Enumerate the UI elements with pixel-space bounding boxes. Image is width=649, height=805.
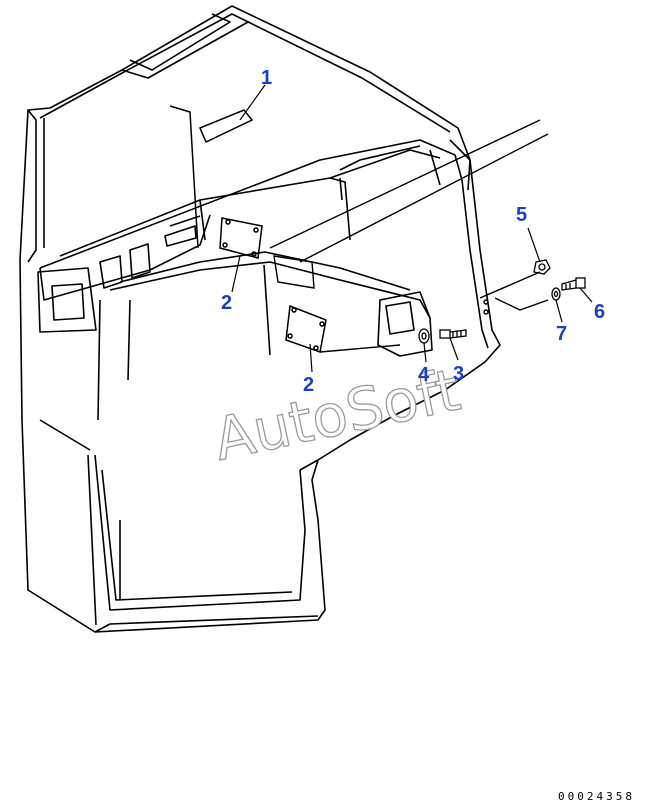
callout-4: 4 xyxy=(418,364,430,386)
part-4-washer xyxy=(418,328,430,344)
cab-outline xyxy=(19,5,501,633)
part-7-washer xyxy=(551,287,561,301)
callout-6: 6 xyxy=(594,301,605,323)
leader-lines xyxy=(231,84,593,373)
part-5-nut xyxy=(533,259,551,275)
bracket-plate xyxy=(273,255,401,353)
callout-1: 1 xyxy=(261,67,272,89)
callout-2-lower: 2 xyxy=(303,374,314,396)
callout-7: 7 xyxy=(556,323,567,345)
callout-5: 5 xyxy=(516,204,527,226)
part-1-plate xyxy=(169,105,254,249)
part-2-cover-upper xyxy=(219,217,263,259)
part-2-cover-lower xyxy=(285,304,327,353)
callout-3: 3 xyxy=(453,363,464,385)
part-3-bolt xyxy=(439,329,467,339)
callout-2-upper: 2 xyxy=(221,292,232,314)
hand-rail xyxy=(269,119,549,315)
part-6-bolt xyxy=(561,277,586,291)
document-number: 00024358 xyxy=(558,790,635,803)
